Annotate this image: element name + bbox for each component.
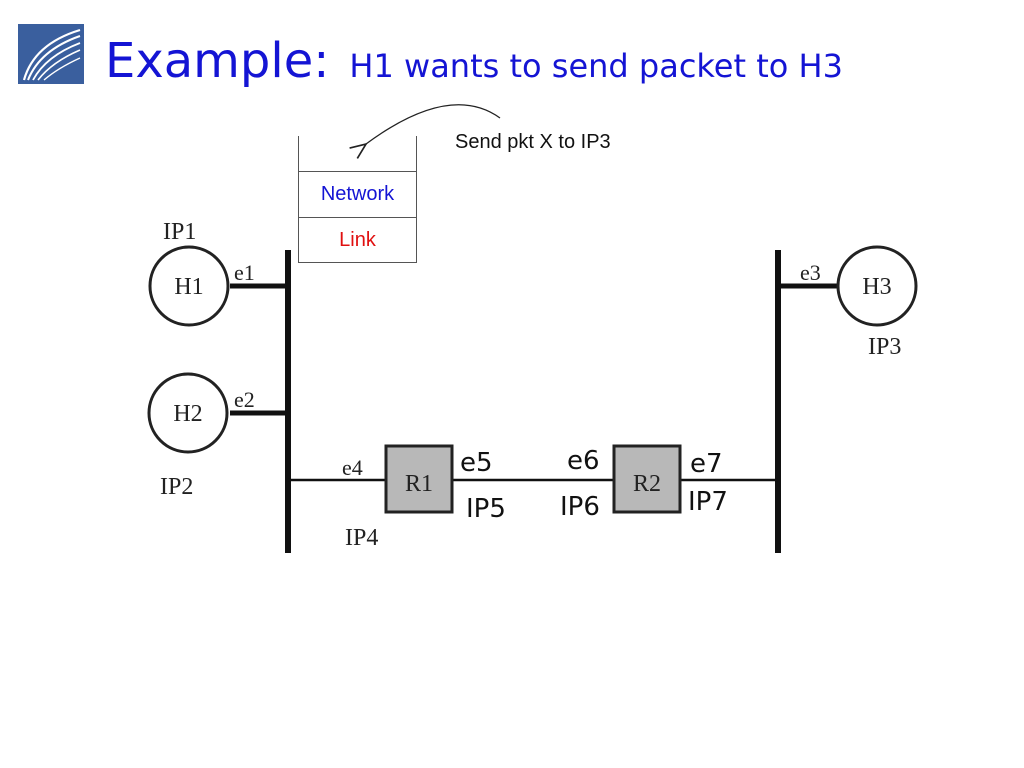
slide-title: Example: H1 wants to send packet to H3: [105, 33, 843, 89]
host-h1-label: H1: [174, 274, 203, 300]
router-r1-right-iface: e5: [460, 448, 493, 478]
host-h1: [148, 245, 230, 327]
router-r2: [612, 444, 682, 514]
host-h1-ip: IP1: [163, 219, 196, 245]
send-instruction: Send pkt X to IP3: [455, 131, 611, 153]
protocol-stack: Network Link: [298, 136, 417, 263]
host-h2-label: H2: [173, 401, 202, 427]
host-h3-iface: e3: [800, 260, 821, 285]
link-layer: Link: [339, 229, 376, 251]
curved-lines-logo-icon: [18, 24, 84, 84]
router-r2-label: R2: [633, 471, 661, 497]
host-h3-ip: IP3: [868, 334, 901, 360]
stack-top-layer: [299, 136, 416, 172]
title-subtitle: H1 wants to send packet to H3: [349, 47, 843, 85]
router-r2-left-iface: e6: [567, 446, 600, 476]
router-r2-right-iface: e7: [690, 449, 723, 479]
router-r2-left-ip: IP6: [560, 492, 600, 522]
router-r1-left-ip: IP4: [345, 525, 378, 551]
router-r1-right-ip: IP5: [466, 494, 506, 524]
router-r2-right-ip: IP7: [688, 487, 728, 517]
network-layer: Network: [299, 172, 416, 218]
host-h2-ip: IP2: [160, 474, 193, 500]
host-h1-iface: e1: [234, 260, 255, 285]
router-r1-label: R1: [405, 471, 433, 497]
title-main: Example:: [105, 33, 330, 89]
host-h3-label: H3: [862, 274, 891, 300]
host-h2: [147, 372, 229, 454]
host-h2-iface: e2: [234, 387, 255, 412]
router-r1: [384, 444, 454, 514]
router-r1-left-iface: e4: [342, 455, 363, 480]
instruction-arrow: [366, 104, 501, 144]
host-h3: [836, 245, 918, 327]
